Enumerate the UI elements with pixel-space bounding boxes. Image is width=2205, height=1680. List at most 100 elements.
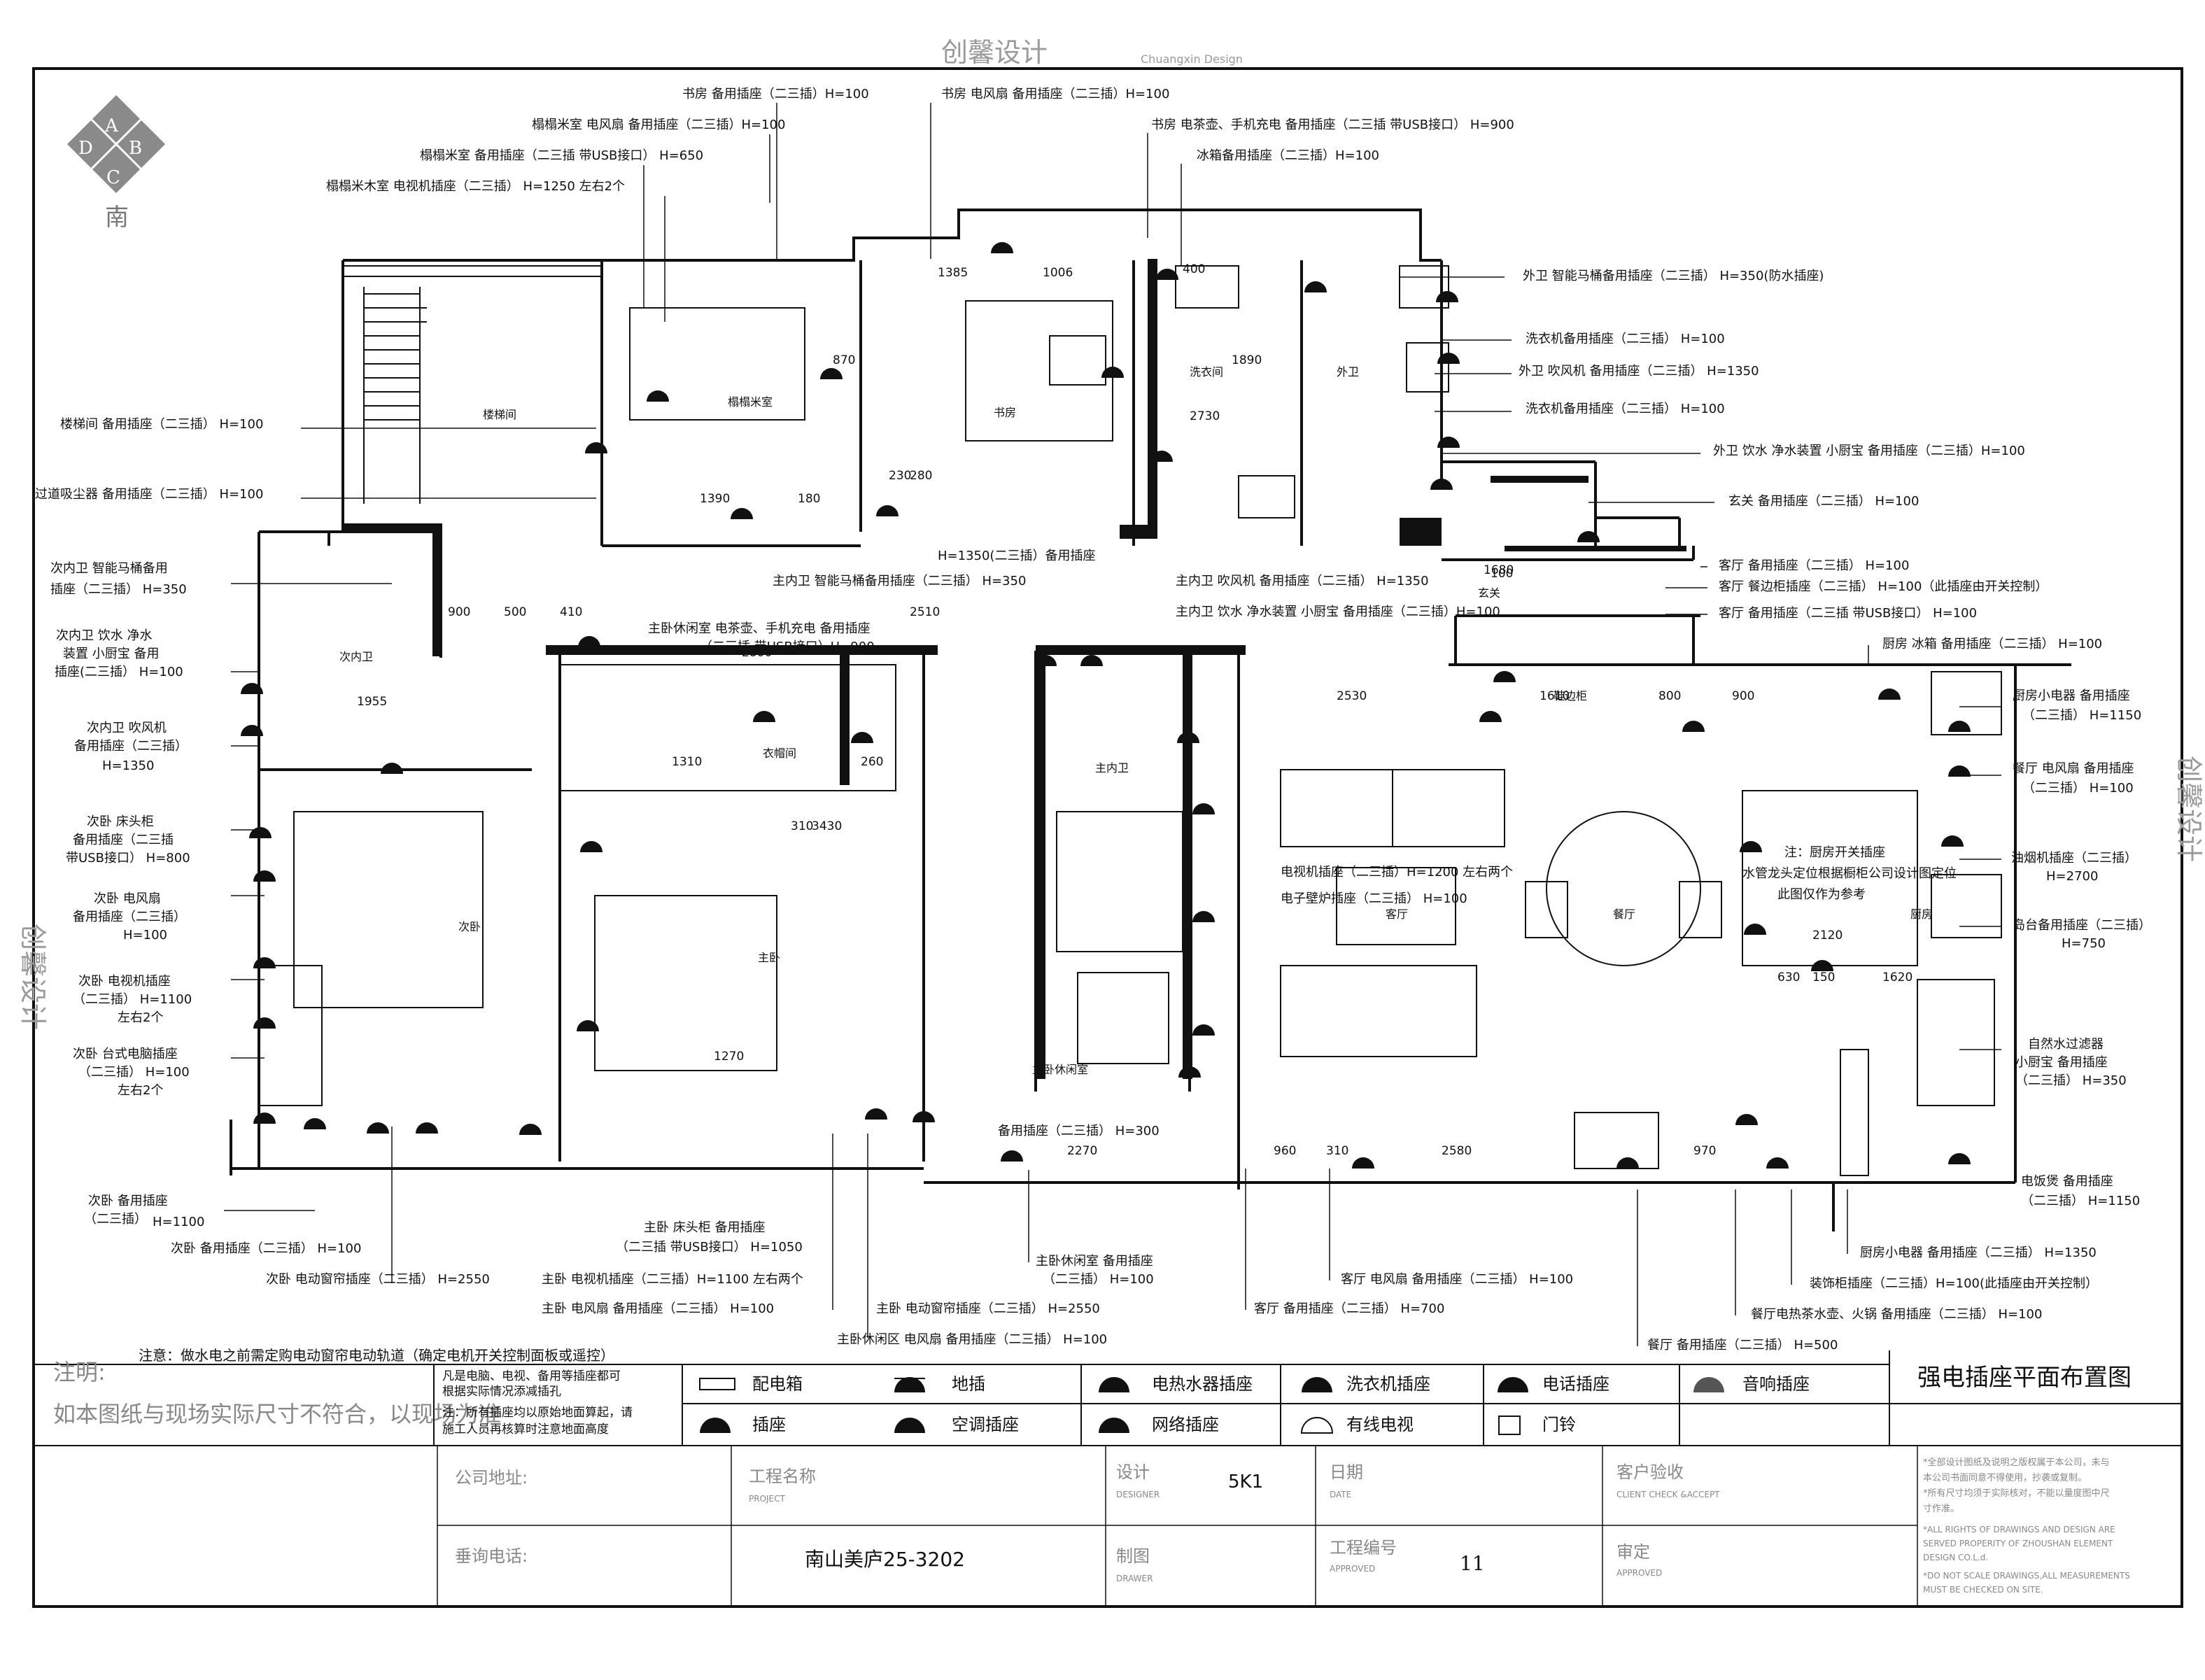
left-annotation: 次卧 床头柜: [87, 814, 154, 829]
copyright-line: *全部设计图纸及说明之版权属于本公司，未与: [1923, 1457, 2110, 1468]
copyright-line: 本公司书面同意不得使用，抄袭或复制。: [1923, 1472, 2087, 1483]
bottom-annotation: 次卧 电动窗帘插座（二三插） H=2550: [266, 1272, 490, 1287]
ac-icon: [894, 1418, 925, 1433]
socket-symbol: [253, 957, 276, 968]
middle-annotation: 备用插座（二三插） H=300: [998, 1124, 1160, 1138]
dim-text: 260: [861, 755, 883, 769]
right-annotation: 厨房 冰箱 备用插座（二三插） H=100: [1882, 637, 2102, 651]
washer: [1406, 342, 1449, 393]
armchair-right: [1392, 769, 1505, 847]
stair-lines: [343, 265, 602, 504]
top-brand-name-en: Chuangxin Design: [1141, 52, 1243, 66]
bottom-annotation: 餐厅 备用插座（二三插） H=500: [1647, 1338, 1838, 1353]
armchair-left: [1280, 769, 1393, 847]
design-label: 设计: [1116, 1462, 1150, 1482]
dim-text: 1006: [1043, 266, 1073, 280]
copyright-line: 寸作准。: [1923, 1504, 1959, 1514]
left-annotation: （二三插） H=1100: [73, 992, 192, 1007]
socket-symbol: [1437, 353, 1460, 364]
socket-symbols: [241, 242, 1971, 1169]
note-sub: 注：所有插座均以原始地面算起，请: [442, 1406, 633, 1420]
copyright-line: SERVED PROPERITY OF ZHOUSHAN ELEMENT: [1923, 1539, 2113, 1548]
right-annotation: H=2700: [2046, 869, 2098, 884]
socket-symbol: [1941, 835, 1964, 847]
room-label-outer-wc: 外卫: [1337, 365, 1359, 379]
room-label-laundry: 洗衣间: [1190, 365, 1223, 379]
left-annotation: 次卧 电风扇: [94, 891, 161, 906]
fridge-niche: [1175, 265, 1239, 309]
sheet-title: 强电插座平面布置图: [1917, 1364, 2132, 1392]
left-annotation: 备用插座（二三插: [73, 833, 174, 847]
right-annotation: 客厅 餐边柜插座（二三插） H=100（此插座由开关控制）: [1719, 579, 2048, 594]
middle-annotation: 主内卫 智能马桶备用插座（二三插） H=350: [773, 574, 1026, 588]
middle-annotations: H=1350(二三插）备用插座 主内卫 智能马桶备用插座（二三插） H=350 …: [648, 549, 1957, 1138]
left-annotation: （二三插）: [84, 1212, 147, 1227]
socket-symbol: [253, 1017, 276, 1029]
socket-symbol: [253, 870, 276, 882]
legend-label: 洗衣机插座: [1346, 1374, 1430, 1394]
dim-text: 310: [791, 819, 813, 833]
socket-symbol: [1437, 437, 1460, 448]
bottom-annotation: 餐厅电热茶水壶、火锅 备用插座（二三插） H=100: [1751, 1307, 2042, 1322]
dim-text: 1310: [672, 755, 702, 769]
socket-symbol: [577, 1020, 599, 1031]
socket-symbol: [367, 1122, 389, 1134]
right-annotation: 外卫 吹风机 备用插座（二三插） H=1350: [1519, 364, 1759, 379]
dim-text: 280: [910, 469, 932, 483]
copyright-line: *ALL RIGHTS OF DRAWINGS AND DESIGN ARE: [1923, 1525, 2115, 1534]
socket-symbol: [416, 1122, 438, 1134]
decor-cabinet: [1840, 1049, 1869, 1176]
right-annotation: （二三插） H=1150: [2022, 708, 2141, 723]
right-annotation: 洗衣机备用插座（二三插） H=100: [1526, 332, 1725, 346]
bathtub: [1056, 811, 1183, 952]
client-en: CLIENT CHECK &ACCEPT: [1616, 1490, 1720, 1499]
copyright-line: *DO NOT SCALE DRAWINGS,ALL MEASUREMENTS: [1923, 1571, 2130, 1581]
right-annotation: 岛台备用插座（二三插）: [2013, 918, 2151, 933]
socket-symbol: [1101, 367, 1124, 378]
wc-basin: [1238, 475, 1295, 518]
tv-icon: [1300, 1417, 1334, 1434]
room-labels: 楼梯间 榻榻米室 书房 洗衣间 外卫 次内卫 衣帽间 主内卫 玄关 厨房 次卧 …: [339, 365, 1933, 1076]
left-annotation: H=1100: [153, 1215, 204, 1229]
phone-label: 垂询电话:: [455, 1546, 528, 1566]
left-annotation: 次内卫 饮水 净水: [56, 628, 152, 643]
left-annotation: 次卧 电视机插座: [78, 974, 171, 989]
furniture: [258, 265, 2002, 1176]
left-brand-name: 创馨设计: [17, 924, 48, 1030]
kitchen-fridge: [1931, 671, 2002, 735]
project-value: 南山美庐25-3202: [805, 1548, 965, 1571]
logo-letter-d: D: [78, 138, 93, 159]
review-label: 审定: [1616, 1542, 1650, 1562]
note-sub: 施工人员再核算时注意地面高度: [442, 1423, 609, 1437]
socket-symbol: [820, 368, 843, 379]
date-label: 日期: [1330, 1462, 1363, 1482]
bottom-annotation: 主卧 电视机插座（二三插）H=1100 左右两个: [542, 1272, 803, 1287]
dim-text: 900: [448, 605, 470, 619]
legend-label: 电热水器插座: [1152, 1374, 1253, 1394]
bottom-annotations: 次卧 备用插座（二三插） H=100 次卧 电动窗帘插座（二三插） H=2550…: [171, 1220, 2098, 1353]
socket-symbol: [1948, 721, 1971, 732]
dim-text: 1620: [1882, 970, 1912, 984]
sofa: [1280, 965, 1477, 1057]
bottom-annotation: 主卧 电动窗帘插座（二三插） H=2550: [876, 1301, 1100, 1316]
socket-symbol: [991, 242, 1013, 253]
note-text: 如本图纸与现场实际尺寸不符合，以现场为准: [53, 1401, 501, 1427]
left-annotation: 左右2个: [118, 1010, 163, 1025]
dim-text: 2530: [1337, 689, 1367, 703]
left-annotation: （二三插） H=100: [78, 1065, 190, 1080]
note-sub: 根据实际情况添减插孔: [442, 1385, 561, 1399]
socket-symbol: [519, 1124, 542, 1135]
outer-toilet: [1399, 265, 1449, 309]
left-annotation: 次内卫 智能马桶备用: [50, 561, 168, 576]
socket-symbol: [851, 732, 873, 743]
legend-label: 插座: [752, 1415, 786, 1434]
socket-symbol: [241, 725, 263, 736]
socket-symbol: [578, 636, 600, 647]
title-block-text: 公司地址: 工程名称 PROJECT 设计 DESIGNER 5K1 日期 DA…: [455, 1457, 2130, 1595]
sheet-border: [32, 67, 2183, 1608]
dim-text: 630: [1777, 970, 1800, 984]
room-label-tatami: 榻榻米室: [728, 395, 773, 409]
middle-annotation: 主卧休闲室 电茶壶、手机充电 备用插座: [648, 621, 870, 636]
